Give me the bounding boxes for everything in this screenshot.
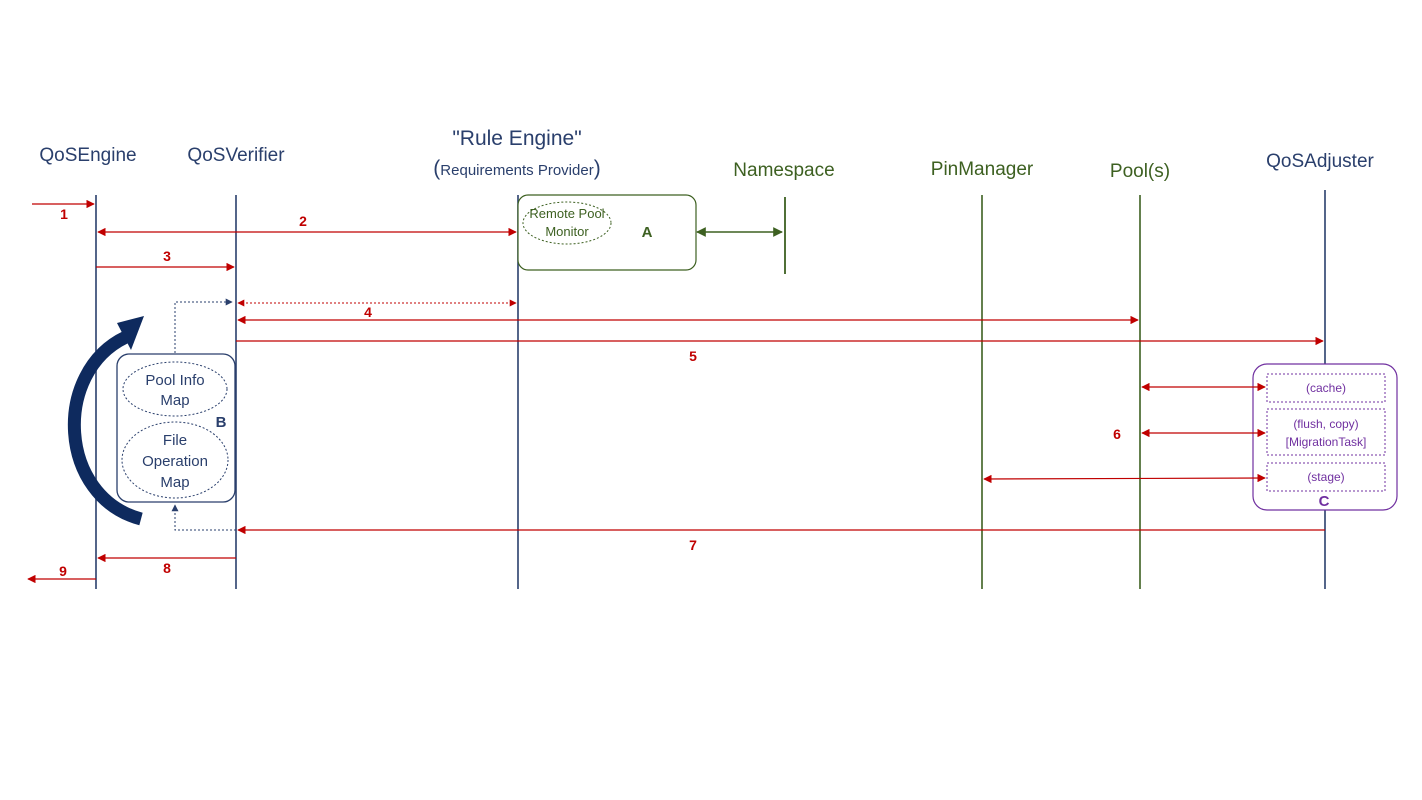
message-6-stage-arrow xyxy=(983,473,1266,484)
qos-engine-header: QoSEngine xyxy=(39,145,136,166)
namespace-header: Namespace xyxy=(733,160,834,181)
message-2-label: 2 xyxy=(299,213,307,229)
loop-arrowhead-icon xyxy=(117,316,144,350)
qos-adjuster-header: QoSAdjuster xyxy=(1266,151,1374,172)
box-b-to-verifier-connector xyxy=(174,298,233,353)
rule-engine-paren-close: ) xyxy=(594,157,601,180)
message-7-label: 7 xyxy=(689,537,697,553)
stage-task-box xyxy=(1266,462,1386,492)
pool-info-map-line2: Map xyxy=(160,392,189,409)
remote-pool-monitor-line1: Remote Pool xyxy=(529,206,604,221)
pools-header: Pool(s) xyxy=(1110,161,1170,182)
box-c-label: C xyxy=(1319,493,1330,510)
message-4-label: 4 xyxy=(364,304,372,320)
pool-info-map-line1: Pool Info xyxy=(145,372,204,389)
pin-manager-header: PinManager xyxy=(931,159,1034,180)
flush-copy-task-box xyxy=(1266,408,1386,456)
file-operation-map-line2: Operation xyxy=(142,453,208,470)
flush-copy-task-label: (flush, copy) xyxy=(1293,417,1358,431)
rule-engine-paren-open: ( xyxy=(433,157,440,180)
stage-task-label: (stage) xyxy=(1307,470,1344,484)
message-5-label: 5 xyxy=(689,348,697,364)
rule-engine-sub: Requirements Provider xyxy=(440,162,593,179)
cache-task-label: (cache) xyxy=(1306,381,1346,395)
loop-arrow-icon xyxy=(67,331,143,526)
rule-engine-subheader: (Requirements Provider) xyxy=(433,157,600,180)
migration-task-label: [MigrationTask] xyxy=(1286,435,1367,449)
remote-pool-monitor-ellipse xyxy=(522,201,612,245)
box-a-rule-engine xyxy=(517,194,697,271)
qos-verifier-header: QoSVerifier xyxy=(187,145,285,166)
box-b-verifier-maps xyxy=(116,353,236,503)
box-a-label: A xyxy=(642,224,653,241)
message-3-label: 3 xyxy=(163,248,171,264)
file-operation-map-line3: Map xyxy=(160,474,189,491)
box-b-label: B xyxy=(216,414,227,431)
message-6-label: 6 xyxy=(1113,426,1121,442)
rule-engine-header: "Rule Engine" xyxy=(452,127,581,150)
pool-info-map-ellipse xyxy=(122,361,228,417)
cache-task-box xyxy=(1266,373,1386,403)
remote-pool-monitor-line2: Monitor xyxy=(545,224,589,239)
message-1-label: 1 xyxy=(60,206,68,222)
file-operation-map-line1: File xyxy=(163,432,187,449)
verifier-to-box-b-connector xyxy=(171,504,236,531)
message-8-label: 8 xyxy=(163,560,171,576)
message-9-label: 9 xyxy=(59,563,67,579)
file-operation-map-ellipse xyxy=(121,421,229,499)
